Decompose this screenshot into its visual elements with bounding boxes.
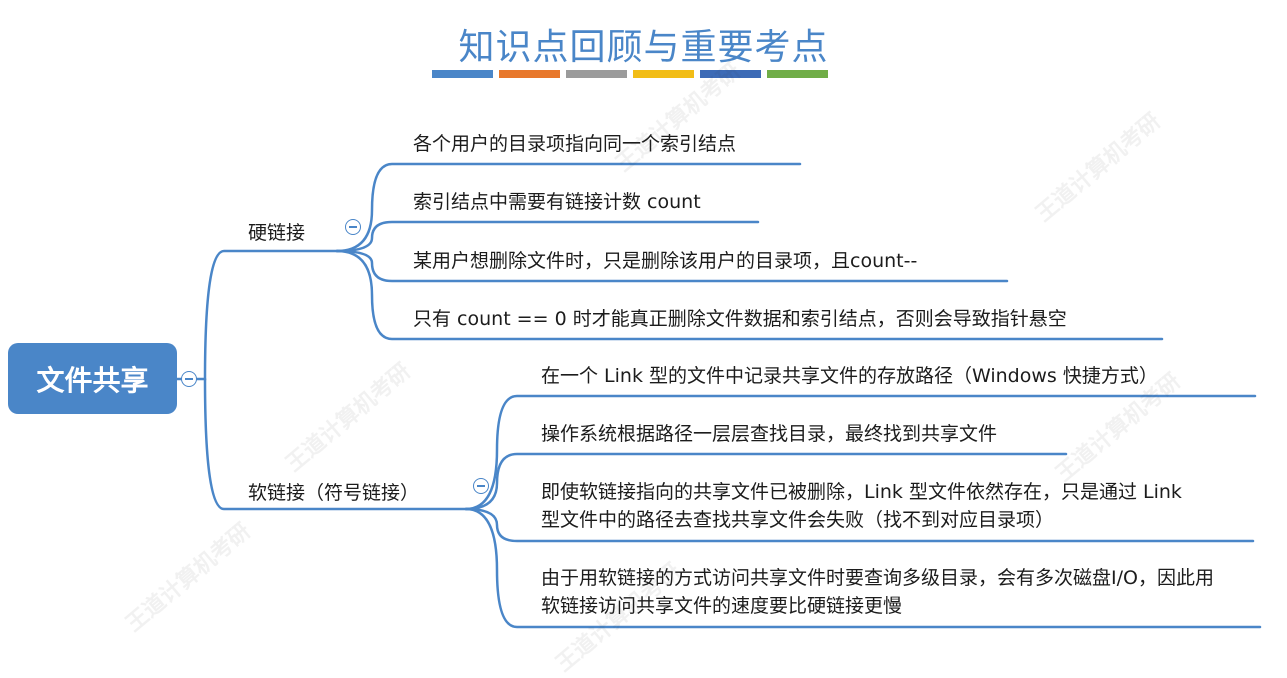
hard-link-item: 索引结点中需要有链接计数 count — [413, 191, 701, 213]
connector-soft-2 — [464, 452, 1068, 511]
connector-hard-2 — [335, 220, 760, 253]
title-underline-segment — [700, 70, 761, 78]
hard-link-item: 只有 count == 0 时才能真正删除文件数据和索引结点，否则会导致指针悬空 — [413, 308, 1067, 330]
minus-circle-icon[interactable] — [345, 219, 361, 235]
minus-circle-icon[interactable] — [473, 478, 489, 494]
connector-hard-4 — [335, 249, 1164, 341]
hard-link-item: 各个用户的目录项指向同一个索引结点 — [413, 133, 737, 155]
connector-root-soft — [203, 377, 468, 511]
soft-link-item: 由于用软链接的方式访问共享文件时要查询多级目录，会有多次磁盘I/O，因此用软链接… — [541, 567, 1214, 617]
soft-link-item: 操作系统根据路径一层层查找目录，最终找到共享文件 — [541, 423, 998, 445]
connector-root-hard — [175, 249, 339, 381]
title-underline-segment — [633, 70, 694, 78]
soft-link-item: 即使软链接指向的共享文件已被删除，Link 型文件依然存在，只是通过 Link … — [541, 481, 1182, 531]
title-underline-segment — [432, 70, 493, 78]
connector-soft-4 — [464, 507, 1262, 629]
root-label: 文件共享 — [36, 363, 149, 397]
page-title: 知识点回顾与重要考点 — [458, 27, 829, 68]
connector-soft-3 — [464, 507, 1255, 543]
title-underline-segment — [499, 70, 560, 78]
hard-link-item: 某用户想删除文件时，只是删除该用户的目录项，且count-- — [413, 250, 918, 272]
branch-soft-link[interactable]: 软链接（符号链接） — [248, 482, 420, 504]
soft-link-item: 在一个 Link 型的文件中记录共享文件的存放路径（Windows 快捷方式） — [541, 365, 1158, 387]
connector-hard-1 — [335, 162, 802, 253]
branch-hard-link[interactable]: 硬链接 — [248, 222, 306, 244]
minus-circle-icon[interactable] — [181, 371, 197, 387]
title-underline-segment — [566, 70, 627, 78]
connector-soft-1 — [464, 394, 1257, 511]
title-underline-segment — [767, 70, 828, 78]
connector-hard-3 — [335, 249, 1009, 283]
root-node[interactable]: 文件共享 — [8, 343, 177, 414]
mindmap-connectors — [175, 162, 1262, 629]
